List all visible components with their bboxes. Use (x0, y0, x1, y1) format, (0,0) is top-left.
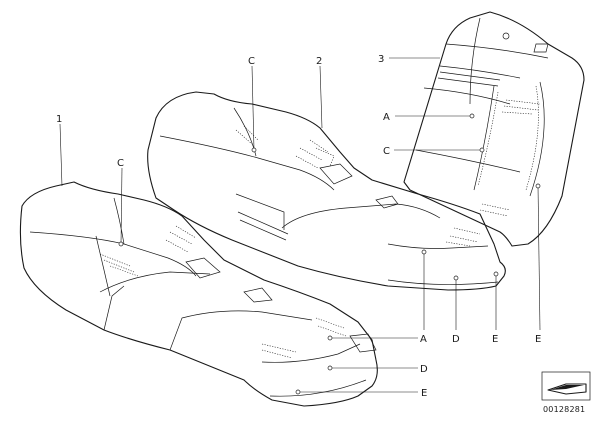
callout-part-2: 2 (316, 56, 322, 67)
callout-a-bottom: A (420, 334, 427, 345)
callout-d-right: D (452, 334, 460, 345)
callout-part-1: 1 (56, 114, 62, 125)
seat-cover-symbol-icon (541, 371, 591, 401)
callout-labels: 1 2 3 C C C A A D D E E E (56, 54, 541, 399)
document-id: 00128281 (543, 405, 586, 414)
lower-seat-cover (19, 181, 378, 407)
callout-d-bottom: D (420, 364, 428, 375)
marker-dots (118, 113, 541, 395)
callout-a-back: A (383, 112, 390, 123)
callout-e-side: E (535, 334, 541, 345)
callout-e-bottom: E (421, 388, 427, 399)
backrest-texture (479, 99, 541, 217)
callout-c-top: C (248, 56, 255, 67)
backrest-cover (403, 11, 585, 247)
callout-e-mid: E (492, 334, 498, 345)
callout-part-3: 3 (378, 54, 384, 65)
lower-seat-texture (99, 225, 347, 359)
upper-seat-cover (147, 91, 506, 291)
callout-c-left: C (117, 158, 124, 169)
callout-c-back: C (383, 146, 390, 157)
upper-seat-texture (235, 125, 481, 247)
leader-lines (59, 57, 541, 393)
